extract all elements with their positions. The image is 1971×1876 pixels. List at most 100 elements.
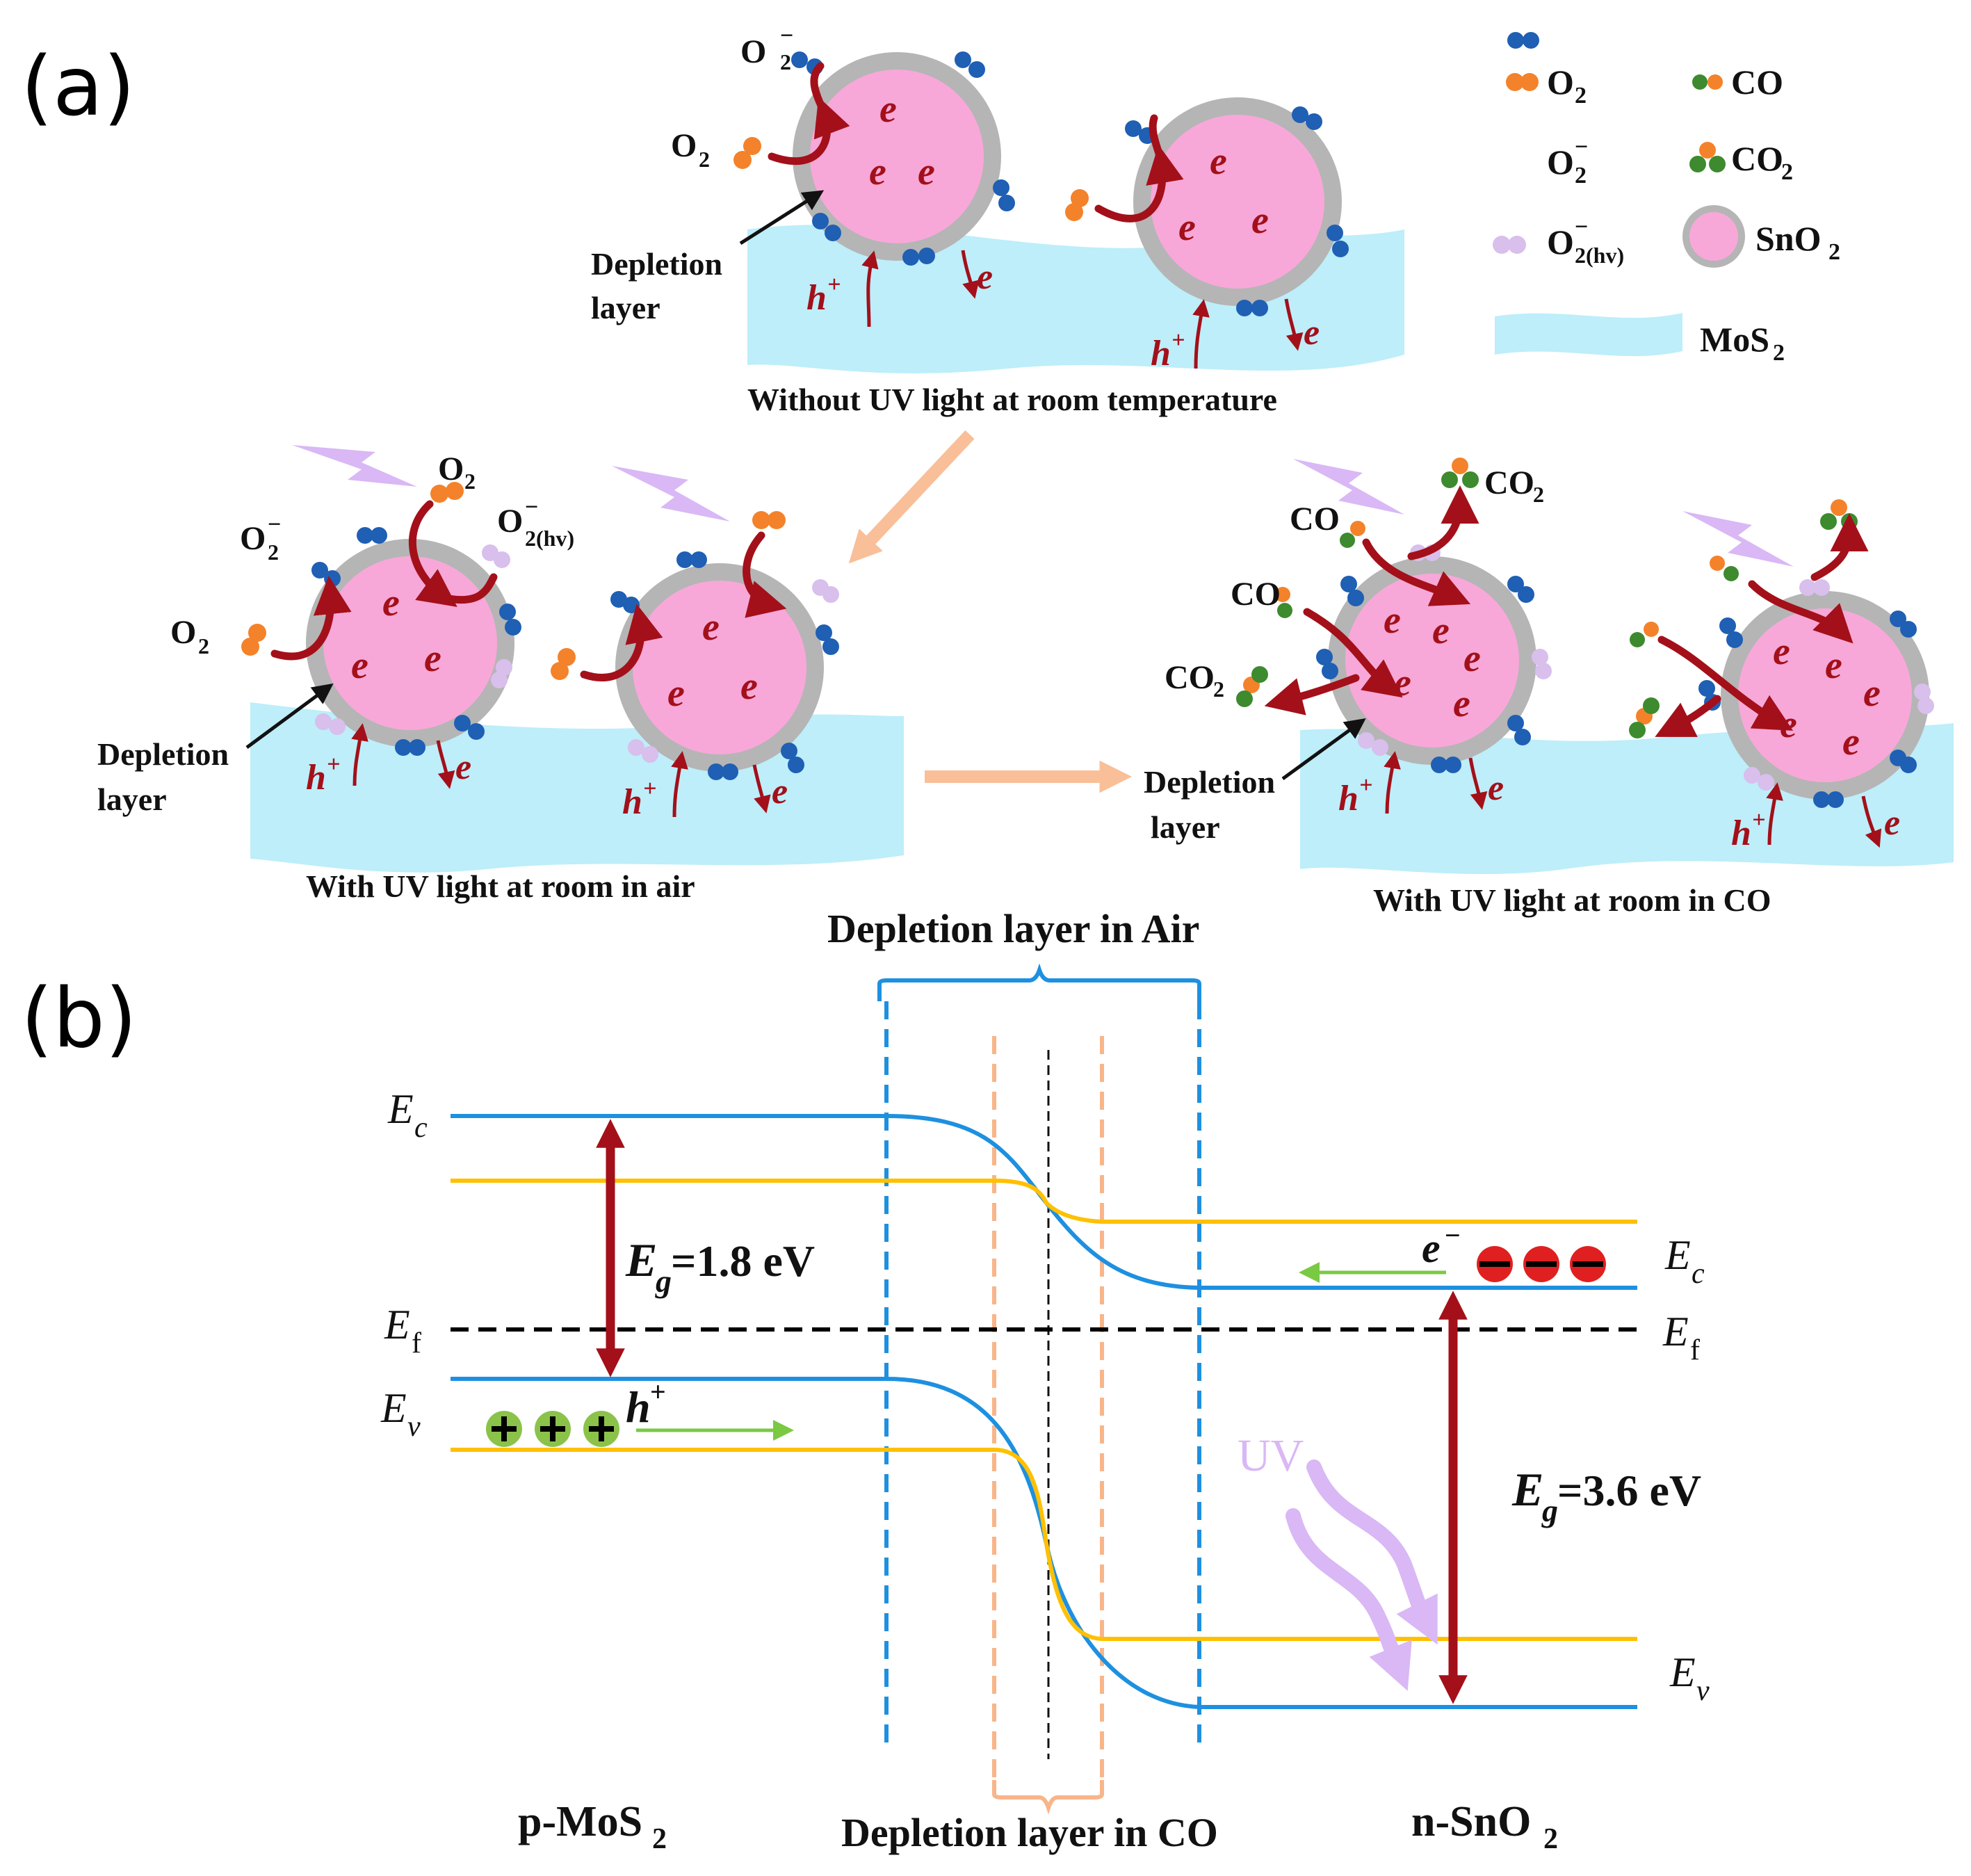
svg-text:e: e: [1863, 672, 1881, 715]
uv-arrows: [1285, 1459, 1438, 1691]
svg-text:CO: CO: [1165, 659, 1215, 696]
svg-text:e: e: [1432, 609, 1450, 652]
svg-text:2: 2: [1213, 677, 1224, 702]
svg-text:E: E: [384, 1302, 410, 1348]
svg-text:v: v: [407, 1411, 421, 1443]
air-bracket: [877, 963, 1201, 1001]
svg-text:CO: CO: [1731, 63, 1783, 102]
panel-a-captions: Without UV light at room temperature Wit…: [306, 382, 1771, 918]
svg-text:e: e: [1488, 768, 1504, 808]
svg-text:CO: CO: [1231, 576, 1281, 613]
sno2-particle: [306, 539, 514, 747]
svg-text:E: E: [1664, 1232, 1691, 1278]
caption-uv-co: With UV light at room in CO: [1373, 882, 1771, 918]
svg-text:f: f: [412, 1327, 421, 1359]
svg-text:h: h: [1338, 779, 1358, 818]
depletion-pointers: [245, 190, 1366, 781]
svg-text:e: e: [740, 665, 758, 708]
svg-text:−: −: [1445, 1220, 1461, 1251]
svg-text:e: e: [1251, 199, 1269, 242]
svg-text:v: v: [1696, 1675, 1710, 1707]
svg-text:g: g: [655, 1263, 672, 1299]
svg-text:−: −: [268, 512, 281, 537]
svg-text:MoS: MoS: [1700, 320, 1769, 359]
depletion-co-label: Depletion layer in CO: [841, 1810, 1218, 1855]
svg-text:e: e: [1210, 140, 1227, 183]
sno2-particle: [1328, 556, 1536, 765]
sno2-particle: [1133, 97, 1342, 306]
svg-text:e: e: [1178, 206, 1196, 249]
svg-text:e: e: [1384, 599, 1401, 642]
valence-band-co: [451, 1448, 1637, 1641]
carrier-labels: h+ e h+ e h+ e h+ e h+ e h+ e: [306, 257, 1900, 853]
svg-text:O: O: [1547, 143, 1574, 181]
carrier-arrows: [351, 250, 1882, 848]
svg-text:−: −: [525, 494, 538, 520]
svg-text:layer: layer: [97, 782, 167, 817]
svg-text:2: 2: [1828, 239, 1840, 265]
svg-text:2: 2: [1543, 1823, 1558, 1855]
svg-text:2: 2: [1533, 482, 1544, 507]
process-arrows: [848, 430, 1133, 793]
svg-text:+: +: [1171, 328, 1185, 353]
caption-without-uv: Without UV light at room temperature: [747, 382, 1277, 417]
conduction-band-co: [451, 1179, 1637, 1224]
svg-text:h: h: [306, 758, 326, 798]
svg-text:e: e: [1773, 630, 1790, 673]
svg-text:+: +: [1752, 807, 1765, 833]
svg-text:2: 2: [464, 469, 476, 494]
svg-text:g: g: [1541, 1493, 1558, 1528]
svg-text:CO: CO: [1484, 464, 1534, 501]
svg-text:O: O: [170, 614, 196, 651]
electrons: [1477, 1246, 1606, 1282]
svg-text:e: e: [382, 581, 400, 624]
svg-text:=3.6 eV: =3.6 eV: [1557, 1466, 1701, 1515]
panel-a-label: (a): [21, 38, 135, 134]
svg-text:layer: layer: [1151, 809, 1220, 845]
svg-text:c: c: [1692, 1258, 1705, 1290]
svg-text:f: f: [1690, 1334, 1700, 1366]
svg-text:−: −: [1575, 134, 1588, 160]
svg-text:O: O: [240, 520, 266, 557]
legend-mos2-swatch: [1495, 313, 1682, 357]
holes: [486, 1411, 619, 1447]
svg-text:E: E: [1511, 1463, 1543, 1516]
svg-text:O: O: [671, 127, 697, 164]
svg-text:c: c: [414, 1112, 428, 1144]
svg-text:2: 2: [268, 540, 279, 565]
svg-text:O: O: [1547, 223, 1574, 261]
svg-text:e: e: [1884, 803, 1900, 843]
svg-text:e: e: [351, 644, 368, 687]
svg-text:−: −: [780, 23, 793, 49]
svg-text:2: 2: [699, 147, 710, 172]
svg-text:Depletion: Depletion: [591, 246, 722, 282]
svg-text:e: e: [879, 88, 897, 131]
svg-text:e: e: [1825, 644, 1842, 687]
svg-text:2(hv): 2(hv): [1575, 243, 1624, 268]
svg-text:+: +: [1359, 773, 1372, 798]
sno2-particle: [1721, 591, 1929, 800]
svg-text:e: e: [772, 772, 788, 811]
svg-text:e: e: [1453, 682, 1470, 725]
svg-text:e: e: [1463, 637, 1481, 680]
svg-text:E: E: [387, 1086, 414, 1132]
bandgap-labels: Eg =1.8 eV Eg =3.6 eV: [625, 1234, 1701, 1528]
svg-text:CO: CO: [1290, 501, 1340, 537]
svg-text:+: +: [827, 272, 841, 298]
svg-text:Depletion: Depletion: [97, 736, 229, 772]
svg-text:h: h: [626, 1382, 651, 1432]
uv-label: UV: [1238, 1430, 1304, 1481]
svg-text:2: 2: [1773, 340, 1785, 366]
panel-b-label: (b): [21, 970, 137, 1066]
svg-text:e: e: [455, 747, 471, 787]
svg-text:e: e: [1304, 313, 1320, 353]
svg-text:E: E: [380, 1385, 407, 1431]
svg-text:e: e: [918, 150, 935, 193]
panel-b: (b) Depletion layer in Air: [21, 906, 1710, 1855]
